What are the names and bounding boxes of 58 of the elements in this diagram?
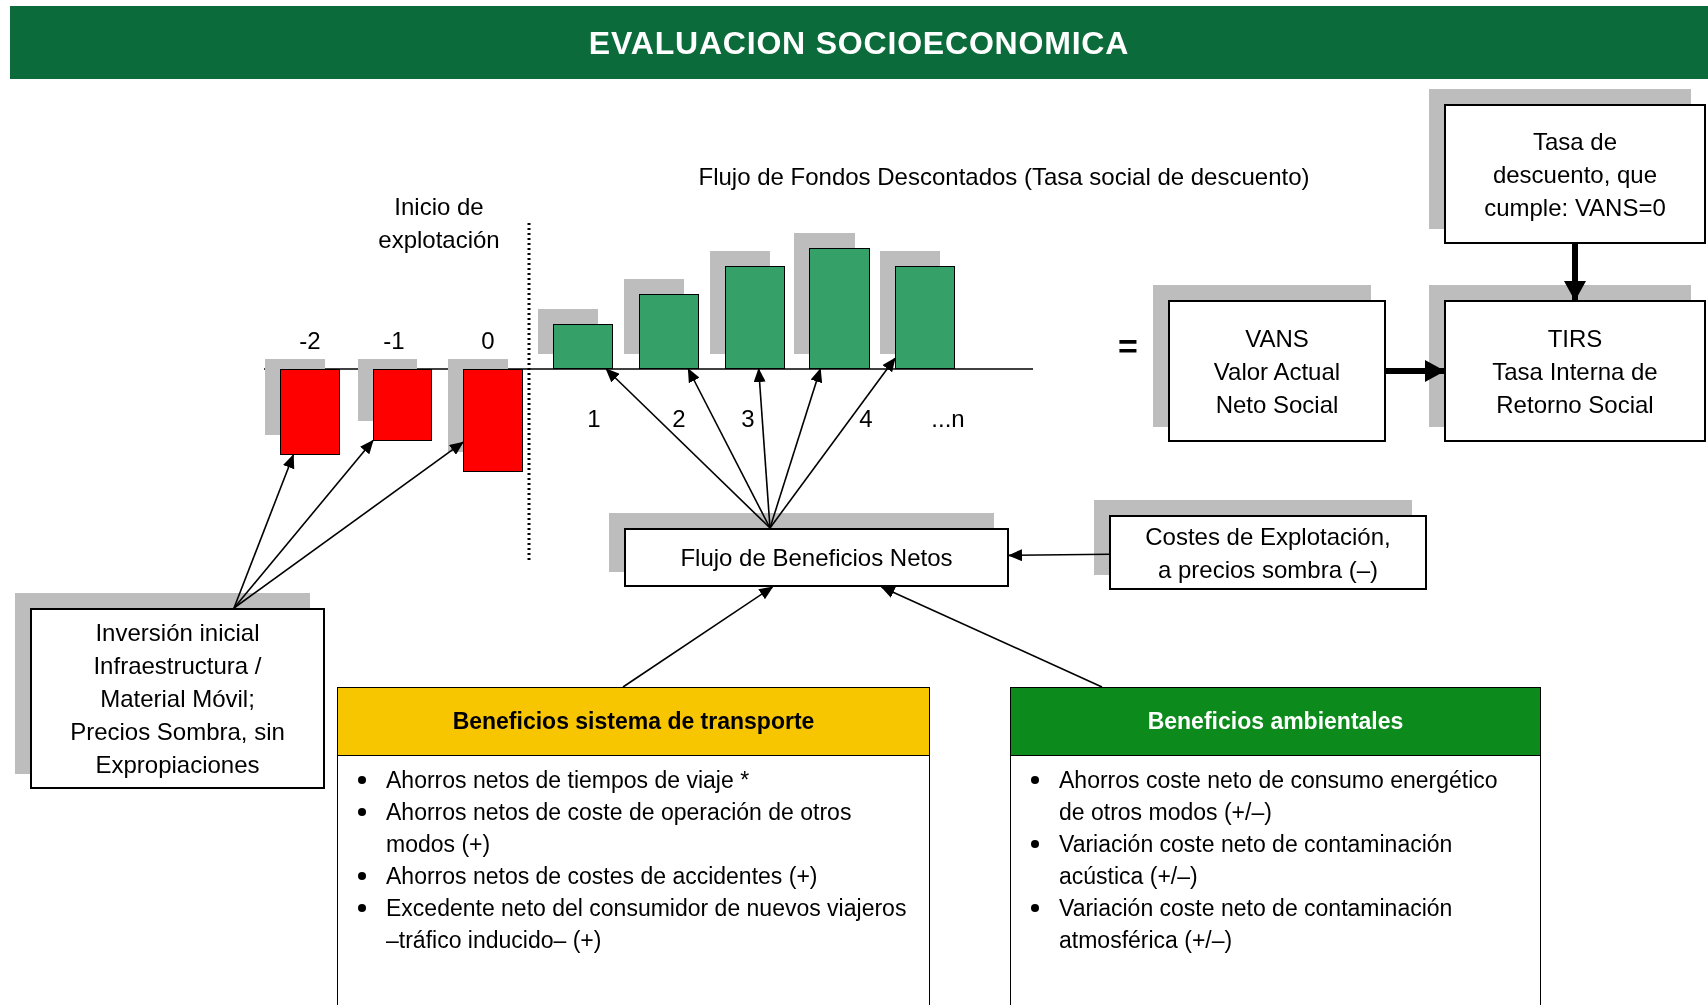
bullet-item: Excedente neto del consumidor de nuevos viajeros –tráfico inducido– (+) <box>386 894 908 955</box>
box-text: Flujo de Beneficios Netos <box>680 543 953 573</box>
arrow <box>605 368 771 529</box>
chart-caption: Flujo de Fondos Descontados (Tasa social de descuento) <box>697 162 1311 192</box>
box-text: Tasa de descuento, que cumple: VANS=0 <box>1483 126 1667 223</box>
chart-caption: Inicio de explotación <box>377 192 501 255</box>
arrow <box>1564 244 1586 301</box>
bullet-item: Ahorros netos de coste de operación de otros modos (+) <box>386 798 853 859</box>
negative-bar <box>280 369 340 455</box>
arrow <box>622 586 774 688</box>
bullet-item: Variación coste neto de contaminación atmosférica (+/–) <box>1059 894 1454 955</box>
box-text: Tasa Interna de Retorno Social <box>1491 356 1659 420</box>
bullet-item: Ahorros netos de costes de accidentes (+) <box>386 862 818 891</box>
positive-bar <box>809 248 870 369</box>
title-banner: EVALUACION SOCIOECONOMICA <box>10 6 1708 79</box>
arrow <box>233 441 464 609</box>
box-header: Beneficios sistema de transporte <box>338 688 929 756</box>
arrow <box>1386 360 1445 382</box>
positive-bar <box>553 324 613 369</box>
bullet-item: Ahorros coste neto de consumo energético de otros modos (+/–) <box>1059 766 1499 827</box>
negative-bar <box>463 369 523 472</box>
equals-sign: = <box>1117 330 1139 363</box>
text-box <box>30 608 325 789</box>
benefits-box <box>337 687 930 1005</box>
box-header: Beneficios ambientales <box>1011 688 1540 756</box>
box-heading: TIRS <box>1547 323 1603 354</box>
text-box <box>624 528 1009 587</box>
arrow <box>753 368 771 529</box>
period-label: 1 <box>586 404 602 434</box>
negative-bar <box>373 369 432 441</box>
bullet-item: Ahorros netos de tiempos de viaje * <box>386 766 750 795</box>
box-text: Inversión inicial Infraestructura / Material Móvil; Precios Sombra, sin Expropiaciones <box>69 618 286 780</box>
period-label: 0 <box>480 326 496 356</box>
period-label: 2 <box>671 404 687 434</box>
arrow <box>769 357 896 529</box>
text-box <box>1444 300 1706 442</box>
period-label: ...n <box>930 404 966 434</box>
benefits-box <box>1010 687 1541 1005</box>
period-label: -2 <box>298 326 322 356</box>
text-box <box>1109 515 1427 590</box>
box-text: Costes de Explotación, a precios sombra (–) <box>1144 521 1392 585</box>
positive-bar <box>725 266 785 369</box>
bullet-item: Variación coste neto de contaminación acústica (+/–) <box>1059 830 1454 891</box>
period-label: 3 <box>740 404 756 434</box>
arrow <box>880 586 1103 688</box>
positive-bar <box>895 266 955 369</box>
text-box <box>1444 104 1706 244</box>
box-heading: VANS <box>1245 323 1309 354</box>
arrow <box>233 439 374 609</box>
arrow <box>769 368 823 529</box>
box-text: Valor Actual Neto Social <box>1212 356 1342 420</box>
arrow <box>1008 549 1110 562</box>
period-label: -1 <box>382 326 406 356</box>
arrow <box>233 454 295 609</box>
arrow <box>687 368 771 529</box>
positive-bar <box>639 294 699 369</box>
period-label: 4 <box>858 404 874 434</box>
text-box <box>1168 300 1386 442</box>
